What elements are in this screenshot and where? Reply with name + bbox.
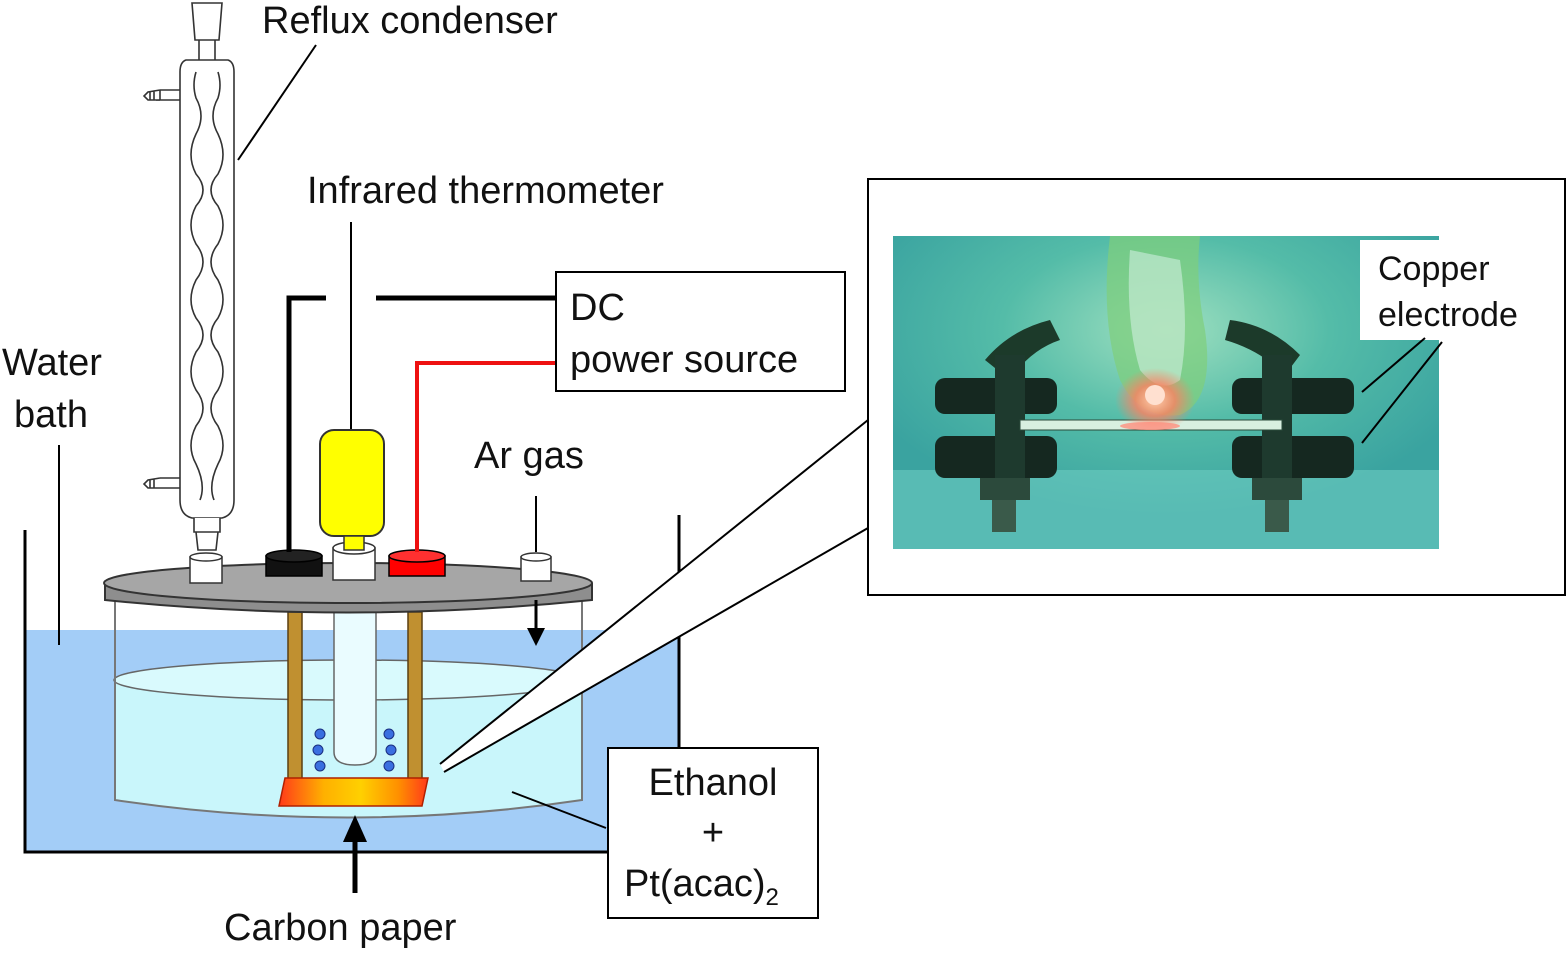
gas-bubbles [312,728,397,772]
zoom-callout-lower [443,527,869,773]
copper-electrode-leader-lower [1361,341,1443,444]
carbon-paper-label: Carbon paper [224,907,457,949]
water-bath-label-line2: bath [14,394,88,436]
zoom-callout [439,419,869,773]
ar-gas-port [520,552,552,582]
photo-bolt-right [1265,500,1289,532]
black-wire [286,295,556,552]
beaker-wall [114,595,583,819]
copper-label-backdrop [1360,240,1560,340]
condenser-hose-lower [142,477,180,489]
black-electrode-cap [265,549,323,577]
condenser-inner-tube [190,71,224,501]
bubble [383,728,395,740]
carbon-paper [278,777,429,807]
electrode-rod-left [287,611,303,785]
pt-acac-subscript: 2 [765,884,778,911]
photo-bottom-haze [893,470,1439,549]
water-bath-label-line1: Water [2,342,102,384]
condenser-jacket [179,59,235,519]
photo-spark-core [1145,385,1165,405]
bubble [314,760,326,772]
copper-electrode-label-line2: electrode [1378,296,1518,334]
photo-clamp-right-upper [1232,378,1354,414]
bubble [385,744,397,756]
condenser-stopper [191,2,223,41]
bubble [312,744,324,756]
carbon-paper-arrow-head [343,815,367,842]
reflux-condenser-icon [142,2,235,551]
red-electrode-cap [388,549,446,577]
thermometer-probe [333,585,377,766]
photo-spark-base [1120,422,1180,430]
plus-label: + [702,812,724,854]
electrode-rod-right [407,611,423,785]
red-wire [415,361,556,552]
infrared-thermometer-label: Infrared thermometer [307,170,664,212]
photo-bolt-left [992,500,1016,532]
condenser-bottom-joint [193,518,221,551]
zoom-callout-upper [439,419,869,765]
dc-power-source-box [555,271,846,392]
reflux-condenser-leader [237,44,317,161]
ethanol-leader [511,791,607,829]
bubble [383,760,395,772]
solution-label-box [607,747,819,919]
dc-label-line2: power source [570,339,798,381]
condenser-neck [198,40,216,60]
zoom-callout-fill [440,420,868,772]
bubble [314,728,326,740]
water-bath-walls [23,515,681,854]
photo-nut-right [1252,478,1302,500]
condenser-hose-upper [142,89,180,101]
condenser-port [189,552,223,584]
ar-gas-label: Ar gas [474,435,584,477]
copper-electrode-label-line1: Copper [1378,250,1490,288]
ethanol-label: Ethanol [649,762,778,804]
photo-clamp-right-lower [1232,436,1354,478]
infrared-thermometer-icon [319,222,385,551]
pt-acac-main: Pt(acac) [624,863,765,905]
photo-nut-left [980,478,1030,500]
copper-electrode-leader-upper [1361,337,1426,393]
pt-acac-label: Pt(acac)2 [624,863,779,911]
ar-gas-flow-arrow-head [527,628,545,646]
reflux-condenser-label: Reflux condenser [262,0,558,42]
photo-plume-light [1128,250,1185,386]
plasma-photo-icon [893,236,1439,549]
dc-label-line1: DC [570,287,625,329]
